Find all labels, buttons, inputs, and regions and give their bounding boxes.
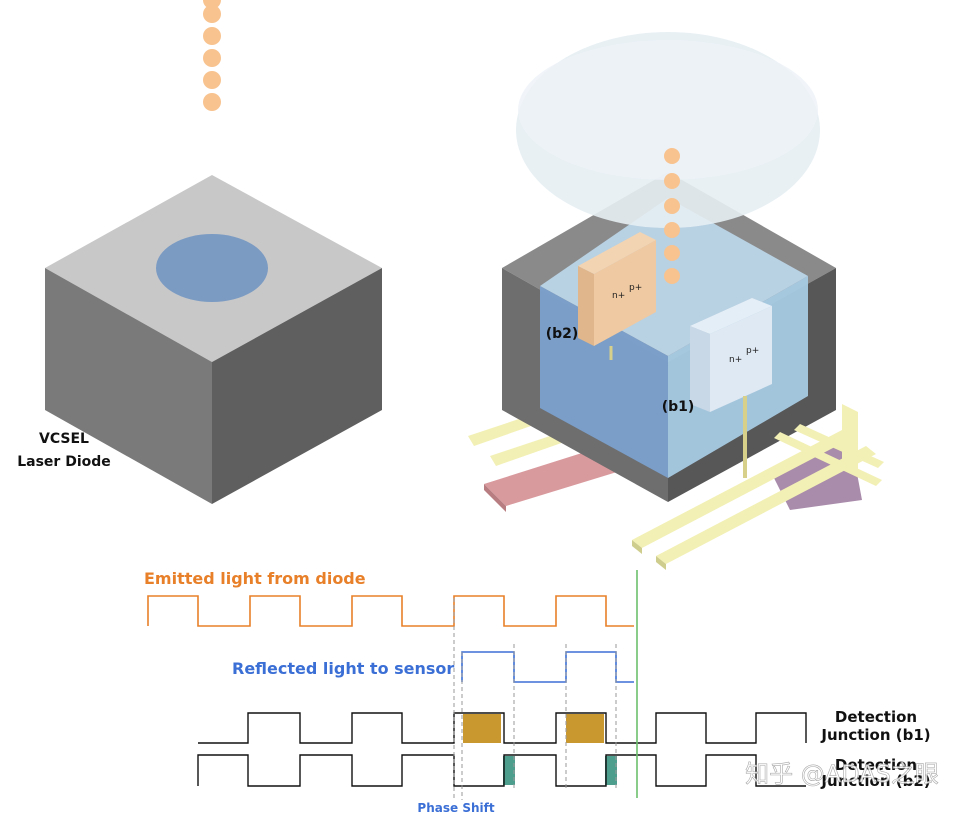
b2-charge-window-2 — [605, 756, 617, 785]
vcsel-label-line2: Laser Diode — [17, 454, 111, 470]
junction-b2-p-label: p+ — [629, 283, 642, 293]
detection-b2-label-line1: Detection — [835, 756, 917, 774]
label-b1: (b1) — [662, 399, 695, 415]
vcsel-label-line1: VCSEL — [39, 431, 89, 447]
b2-charge-window-1 — [503, 756, 515, 785]
junction-b2-block — [578, 232, 656, 360]
vcsel-cube-right-face — [212, 268, 382, 504]
detection-b2-wave — [197, 754, 806, 787]
label-b2: (b2) — [546, 326, 579, 342]
substrate-left-window — [540, 286, 668, 478]
emitted-photon-dots — [203, 0, 221, 111]
watermark: 知乎 @ADAS之眼 — [745, 760, 939, 788]
junction-b1-block — [690, 298, 772, 478]
phase-shift-guides — [453, 598, 617, 800]
reflected-signal-label: Reflected light to sensor — [232, 659, 454, 678]
vcsel-aperture — [156, 234, 268, 302]
detection-b1-label-line2: Junction (b1) — [820, 726, 930, 744]
phase-shift-label: Phase Shift — [417, 801, 494, 814]
b1-charge-window-2 — [566, 714, 604, 743]
reflected-signal-wave — [461, 651, 634, 683]
vcsel-cube-left-face — [45, 268, 212, 504]
vcsel-cube — [45, 175, 382, 504]
reflected-photon-dots — [664, 148, 680, 284]
emitted-signal-label: Emitted light from diode — [144, 569, 366, 588]
junction-b1-n-label: n+ — [729, 355, 742, 365]
b1-charge-window-1 — [463, 714, 501, 743]
junction-b1-p-label: p+ — [746, 346, 759, 356]
detection-b2-label-line2: Junction (b2) — [820, 772, 930, 790]
detection-b1-label-line1: Detection — [835, 708, 917, 726]
detection-b1-wave — [198, 712, 807, 744]
junction-b2-n-label: n+ — [612, 291, 625, 301]
emitted-signal-wave — [147, 595, 634, 627]
contact-rails-front — [632, 404, 884, 570]
